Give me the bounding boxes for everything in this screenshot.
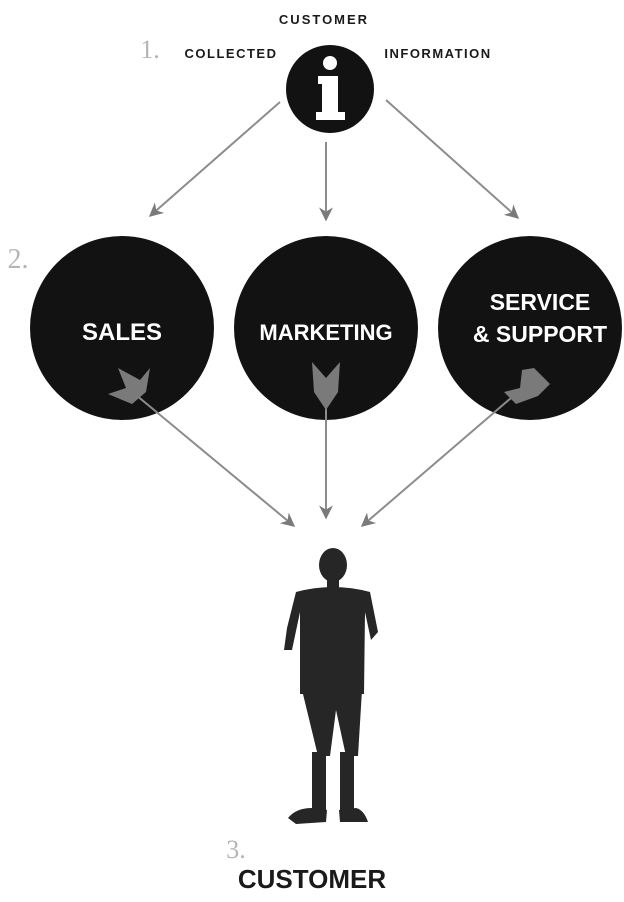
person-silhouette-icon xyxy=(284,548,378,824)
department-marketing-label: MARKETING xyxy=(259,320,392,345)
step-number-2: 2. xyxy=(8,244,29,275)
header-collected-label: COLLECTED xyxy=(185,46,278,61)
department-service-label-line2: & SUPPORT xyxy=(473,321,607,347)
arrow-service-to-customer xyxy=(360,368,550,527)
arrow-marketing-to-customer xyxy=(312,362,340,520)
department-sales: SALES xyxy=(30,236,214,420)
header-information-label: INFORMATION xyxy=(384,46,491,61)
arrow-info-to-sales xyxy=(148,101,281,217)
header-customer-label: CUSTOMER xyxy=(279,12,369,27)
arrow-info-to-service xyxy=(385,99,520,219)
department-sales-label: SALES xyxy=(82,319,162,346)
step-number-1: 1. xyxy=(140,35,160,64)
step-number-3: 3. xyxy=(226,835,246,864)
department-service-support: SERVICE & SUPPORT xyxy=(438,236,622,420)
footer-customer-label: CUSTOMER xyxy=(238,864,387,894)
department-service-label-line1: SERVICE xyxy=(490,289,591,315)
info-icon xyxy=(286,45,374,133)
department-marketing: MARKETING xyxy=(234,236,418,420)
arrow-sales-to-customer xyxy=(108,368,296,527)
